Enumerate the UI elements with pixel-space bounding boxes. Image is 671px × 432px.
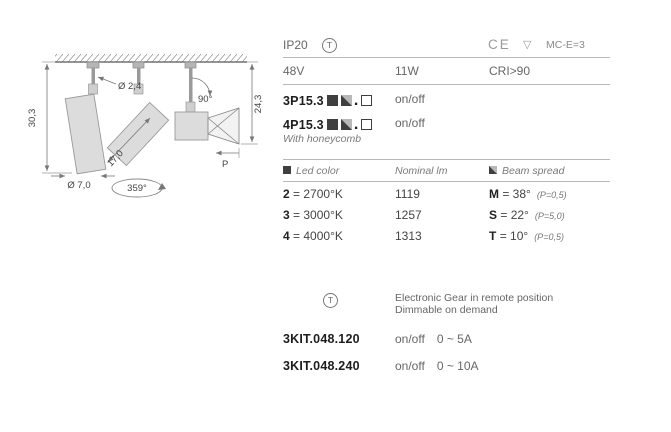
beam-key: T	[489, 229, 497, 243]
led-color-placeholder-icon	[326, 119, 338, 130]
product-row: 4P15.3. on/off	[283, 116, 615, 133]
control-type: on/off	[395, 92, 425, 106]
divider	[283, 181, 610, 182]
fixture-right	[174, 61, 240, 145]
gear-note-line1: Electronic Gear in remote position	[395, 292, 554, 304]
cri: CRI>90	[489, 64, 531, 78]
dim-359-label: 359°	[127, 183, 147, 194]
voltage: 48V	[283, 64, 305, 78]
color-key: 2	[283, 187, 290, 201]
remote-gear-letter: T	[326, 40, 333, 50]
mc-code: MC-E=3	[546, 39, 585, 51]
p-label: P	[222, 159, 228, 170]
kit-range: 0 ~ 5A	[436, 332, 472, 346]
table-header-row: Led color Nominal lm Beam spread	[283, 165, 615, 181]
kit-row: 3KIT.048.120 on/off 0 ~ 5A	[283, 332, 615, 348]
spec-panel: IP20 T CE ▽ MC-E=3 48V 11W CRI>90 3P15.3…	[283, 0, 615, 432]
kit-row: 3KIT.048.240 on/off 0 ~ 10A	[283, 359, 615, 375]
honeycomb-row: With honeycomb	[283, 133, 615, 149]
remote-gear-icon: T	[323, 293, 338, 308]
dim-30-3-label: 30,3	[27, 109, 38, 128]
color-key: 4	[283, 229, 290, 243]
control-type: on/off	[395, 116, 425, 130]
remote-gear-letter: T	[327, 295, 334, 305]
kit-control: on/off	[395, 359, 425, 373]
kit-code: 3KIT.048.120	[283, 332, 360, 346]
nominal-lm-header: Nominal lm	[395, 165, 448, 177]
ceiling-hatch	[55, 54, 247, 62]
beam-note: (P=5,0)	[534, 211, 565, 221]
beam-value: = 10°	[499, 229, 529, 243]
kit-code: 3KIT.048.240	[283, 359, 360, 373]
beam-note: (P=0,5)	[536, 190, 567, 200]
dim-o24-label: Ø 2,4	[118, 81, 141, 92]
fixture-technical-drawing: 30,3 Ø 2,4 90° 24,3 17,0 Ø 7,0 359° P	[27, 54, 264, 198]
beam-spread-header: Beam spread	[502, 165, 565, 177]
nominal-lm-cell: 1313	[395, 229, 422, 243]
certifications-row: IP20 T CE ▽ MC-E=3	[283, 37, 615, 54]
leader-stem-diameter	[97, 76, 117, 85]
code-separator: .	[353, 116, 359, 133]
gear-note-row: Dimmable on demand	[283, 304, 615, 320]
dim-o70-label: Ø 7,0	[67, 180, 90, 191]
finish-placeholder-icon	[361, 119, 373, 130]
kit-range: 0 ~ 10A	[436, 359, 479, 373]
fixture-left	[64, 61, 107, 175]
honeycomb-note: With honeycomb	[283, 133, 362, 145]
finish-placeholder-icon	[361, 95, 373, 106]
divider	[283, 84, 610, 85]
product-code: 3P15.3	[283, 94, 324, 108]
gear-note-row: Electronic Gear in remote position	[283, 292, 615, 308]
dim-90-label: 90°	[198, 94, 213, 105]
beam-spread-icon	[489, 166, 497, 174]
code-separator: .	[353, 92, 359, 109]
nominal-lm-cell: 1119	[395, 187, 420, 201]
product-row: 3P15.3. on/off	[283, 92, 615, 109]
beam-placeholder-icon	[340, 119, 352, 130]
beam-key: M	[489, 187, 499, 201]
wattage: 11W	[395, 64, 419, 78]
divider	[283, 159, 610, 160]
dim-24-3-label: 24,3	[253, 95, 264, 114]
kit-control: on/off	[395, 332, 425, 346]
color-value: = 3000°K	[293, 208, 343, 222]
beam-note: (P=0,5)	[534, 232, 564, 242]
cert-triangle-icon: ▽	[523, 39, 532, 51]
led-color-placeholder-icon	[326, 95, 338, 106]
ip-rating: IP20	[283, 38, 308, 52]
nominal-lm-cell: 1257	[395, 208, 422, 222]
beam-value: = 22°	[500, 208, 529, 222]
arc-90-degrees	[191, 77, 213, 97]
beam-placeholder-icon	[340, 95, 352, 106]
gear-note-line2: Dimmable on demand	[395, 304, 498, 316]
color-key: 3	[283, 208, 290, 222]
table-row: 2 = 2700°K 1119 M = 38° (P=0,5)	[283, 187, 615, 203]
electrical-row: 48V 11W CRI>90	[283, 64, 615, 80]
remote-gear-icon: T	[322, 38, 337, 53]
dim-line-body-length	[107, 117, 151, 163]
led-color-icon	[283, 166, 291, 174]
ce-mark-icon: CE	[488, 37, 511, 52]
divider	[283, 57, 610, 58]
led-color-header: Led color	[296, 165, 340, 177]
table-row: 4 = 4000°K 1313 T = 10° (P=0,5)	[283, 229, 615, 245]
beam-value: = 38°	[502, 187, 531, 201]
beam-key: S	[489, 208, 498, 222]
product-code: 4P15.3	[283, 118, 324, 132]
color-value: = 4000°K	[293, 229, 343, 243]
color-value: = 2700°K	[293, 187, 343, 201]
rotation-arrow	[158, 183, 166, 190]
table-row: 3 = 3000°K 1257 S = 22° (P=5,0)	[283, 208, 615, 224]
